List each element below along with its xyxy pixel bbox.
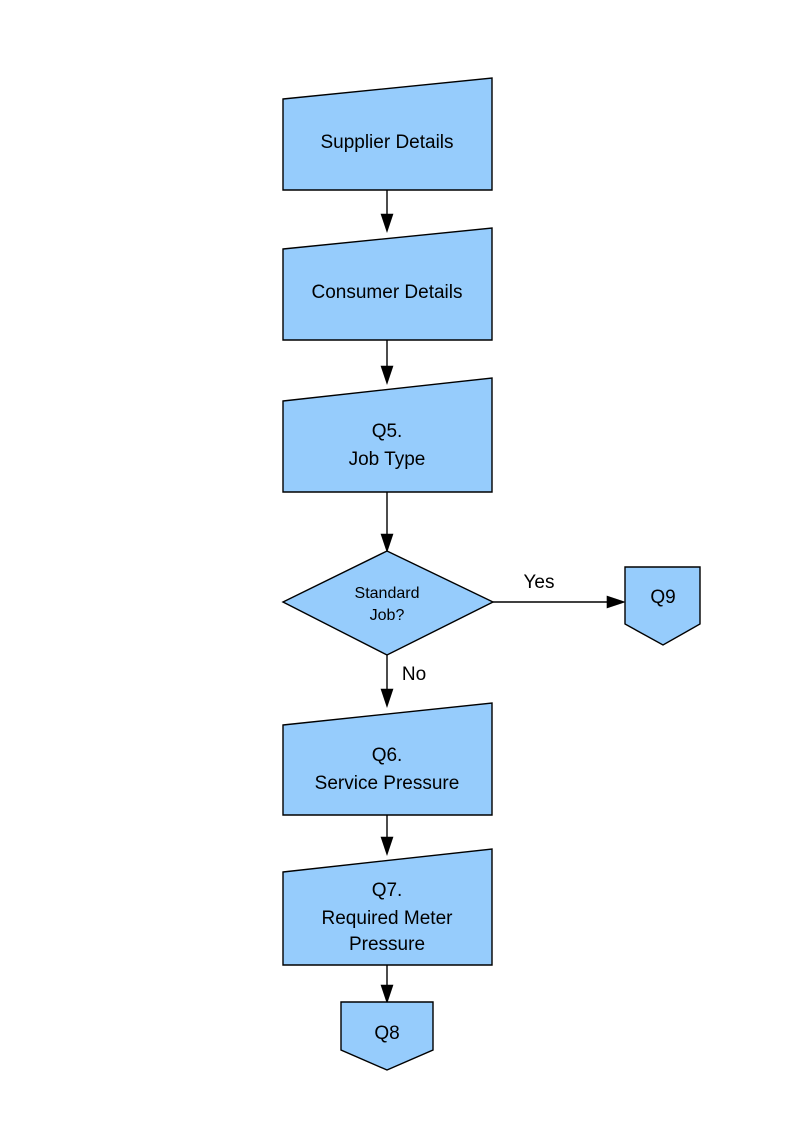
q8-label: Q8 bbox=[374, 1023, 399, 1044]
connector-q7-to-q8 bbox=[380, 965, 394, 1004]
q8-shape bbox=[340, 1001, 434, 1071]
standard-job-decision-label-line1: Standard bbox=[355, 585, 420, 602]
node-q7-required-meter-pressure[interactable]: Q7. Required Meter Pressure bbox=[282, 848, 493, 966]
node-q5-job-type[interactable]: Q5. Job Type bbox=[282, 377, 493, 493]
q6-service-pressure-label-line2: Service Pressure bbox=[315, 773, 460, 794]
q5-job-type-label-line2: Job Type bbox=[349, 449, 426, 470]
node-q6-service-pressure[interactable]: Q6. Service Pressure bbox=[282, 702, 493, 816]
edge-label-yes: Yes bbox=[524, 572, 555, 593]
node-q8[interactable]: Q8 bbox=[340, 1001, 434, 1071]
node-supplier-details[interactable]: Supplier Details bbox=[282, 77, 493, 191]
arrow-head-icon bbox=[380, 533, 394, 553]
connector-q6-to-q7 bbox=[380, 815, 394, 856]
q7-label-line1: Q7. bbox=[372, 880, 403, 901]
arrow-head-icon bbox=[380, 213, 394, 233]
node-consumer-details[interactable]: Consumer Details bbox=[282, 227, 493, 341]
q7-label-line3: Pressure bbox=[349, 934, 425, 955]
node-q9[interactable]: Q9 bbox=[624, 566, 701, 646]
consumer-details-label: Consumer Details bbox=[312, 282, 463, 303]
supplier-details-label: Supplier Details bbox=[320, 132, 453, 153]
arrow-head-icon bbox=[380, 365, 394, 385]
arrow-head-icon bbox=[380, 984, 394, 1004]
connector-q5-to-decision bbox=[380, 492, 394, 553]
standard-job-decision-label-line2: Job? bbox=[370, 607, 405, 624]
arrow-head-icon bbox=[380, 688, 394, 708]
q5-job-type-label-line1: Q5. bbox=[372, 421, 403, 442]
supplier-details-shape bbox=[282, 77, 493, 191]
edge-label-no: No bbox=[402, 664, 426, 685]
standard-job-decision-shape bbox=[281, 550, 495, 656]
q6-service-pressure-label-line1: Q6. bbox=[372, 745, 403, 766]
connector-consumer-to-q5 bbox=[380, 340, 394, 385]
connector-supplier-to-consumer bbox=[380, 190, 394, 233]
node-standard-job-decision[interactable]: Standard Job? bbox=[281, 550, 495, 656]
connector-decision-to-q6: No bbox=[380, 655, 426, 708]
q7-label-line2: Required Meter bbox=[322, 908, 454, 929]
arrow-head-icon bbox=[606, 595, 626, 609]
q6-service-pressure-shape bbox=[282, 702, 493, 816]
arrow-head-icon bbox=[380, 836, 394, 856]
q9-label: Q9 bbox=[650, 587, 675, 608]
consumer-details-shape bbox=[282, 227, 493, 341]
connector-decision-to-q9: Yes bbox=[493, 572, 626, 609]
q7-required-meter-pressure-shape bbox=[282, 848, 493, 966]
q5-job-type-shape bbox=[282, 377, 493, 493]
q9-shape bbox=[624, 566, 701, 646]
